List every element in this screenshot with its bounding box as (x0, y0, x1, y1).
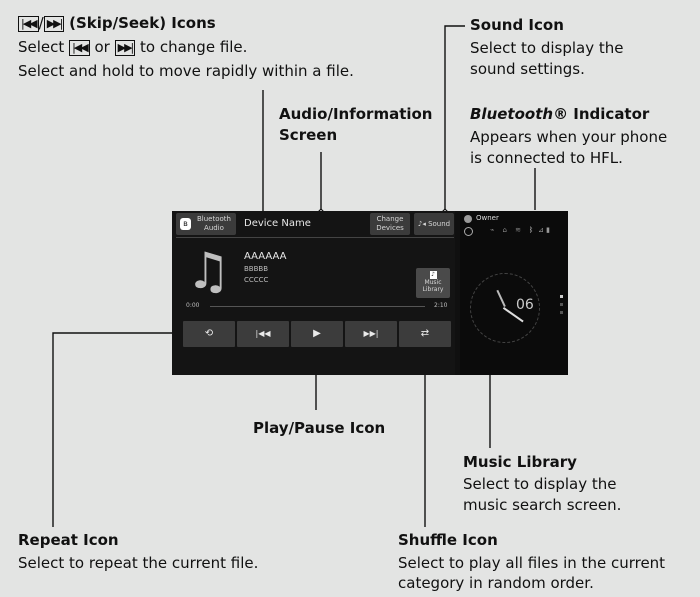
sound-button[interactable]: ♪◂ Sound (414, 213, 454, 235)
callout-music-library-line2: music search screen. (463, 496, 622, 514)
progress-bar[interactable] (210, 306, 425, 307)
callout-screen-title-line2: Screen (279, 126, 338, 144)
music-library-button[interactable]: ♪ Music Library (416, 268, 450, 298)
owner-label: Owner (476, 214, 499, 222)
callout-shuffle-line2: category in random order. (398, 574, 594, 592)
callout-shuffle-title: Shuffle Icon (398, 531, 498, 549)
shuffle-icon: ⇄ (420, 328, 430, 339)
skip-back-icon: |◀◀ (69, 40, 90, 56)
callout-music-library-line1: Select to display the (463, 475, 617, 493)
album-art-music-note-icon: ♫ (186, 242, 231, 300)
owner-avatar-icon (464, 215, 472, 223)
callout-repeat-line1: Select to repeat the current file. (18, 554, 259, 572)
sound-icon: ♪◂ (417, 220, 426, 228)
signal-battery-icons: ⊿ ▮ (538, 226, 550, 234)
callout-bluetooth-line2: is connected to HFL. (470, 149, 623, 167)
bluetooth-icon: ʙ (180, 218, 191, 230)
callout-bluetooth-line1: Appears when your phone (470, 128, 668, 146)
play-pause-button[interactable]: ▶ (291, 321, 343, 347)
audio-main-panel: ʙ Bluetooth Audio Device Name Change Dev… (172, 211, 455, 375)
callout-sound-line1: Select to display the (470, 39, 624, 57)
skip-forward-icon: ▶▶| (114, 40, 136, 56)
repeat-icon: ⟲ (204, 328, 214, 339)
callout-sound-line2: sound settings. (470, 60, 585, 78)
callout-repeat-title: Repeat Icon (18, 531, 119, 549)
callout-skip-seek-line2: Select and hold to move rapidly within a… (18, 62, 354, 80)
skip-back-icon: |◀◀ (18, 16, 39, 32)
track-artist: BBBBB (244, 265, 269, 273)
play-icon: ▶ (313, 328, 321, 339)
skip-back-icon: |◀◀ (255, 329, 271, 338)
callout-skip-seek-title: |◀◀/▶▶| (Skip/Seek) Icons (18, 13, 216, 34)
skip-forward-button[interactable]: ▶▶| (345, 321, 397, 347)
profile-icon (464, 227, 473, 236)
clock-digit: 06 (516, 297, 534, 313)
skip-forward-icon: ▶▶| (43, 16, 65, 32)
repeat-button[interactable]: ⟲ (183, 321, 235, 347)
skip-forward-icon: ▶▶| (363, 329, 379, 338)
shuffle-button[interactable]: ⇄ (399, 321, 451, 347)
status-side-panel: Owner ⌁ ⌂ ≋ ᛒ ⊿ ▮ 06 (460, 211, 568, 375)
audio-information-screen: ʙ Bluetooth Audio Device Name Change Dev… (172, 211, 568, 375)
callout-skip-seek-line1: Select |◀◀ or ▶▶| to change file. (18, 38, 248, 56)
skip-back-button[interactable]: |◀◀ (237, 321, 289, 347)
device-name: Device Name (244, 218, 311, 229)
page-indicator-dot (560, 295, 563, 298)
callout-music-library-title: Music Library (463, 453, 577, 471)
bluetooth-audio-button[interactable]: ʙ Bluetooth Audio (176, 213, 236, 235)
status-icons: ⌁ ⌂ ≋ (490, 226, 524, 234)
callout-sound-title: Sound Icon (470, 16, 564, 34)
callout-play-pause-title: Play/Pause Icon (253, 419, 386, 437)
change-devices-button[interactable]: Change Devices (370, 213, 410, 235)
time-elapsed: 0:00 (186, 302, 200, 309)
callout-shuffle-line1: Select to play all files in the current (398, 554, 666, 572)
callout-bluetooth-title: Bluetooth® Indicator (470, 105, 650, 123)
page-indicator-dot (560, 311, 563, 314)
bluetooth-indicator-icon: ᛒ (529, 226, 534, 234)
callout-screen-title-line1: Audio/Information (279, 105, 433, 123)
time-total: 2:10 (434, 302, 448, 309)
track-title: AAAAAA (244, 251, 287, 262)
page-indicator-dot (560, 303, 563, 306)
music-library-icon: ♪ (429, 271, 437, 279)
analog-clock (470, 273, 540, 343)
header-divider (176, 237, 454, 238)
track-album: CCCCC (244, 276, 269, 284)
